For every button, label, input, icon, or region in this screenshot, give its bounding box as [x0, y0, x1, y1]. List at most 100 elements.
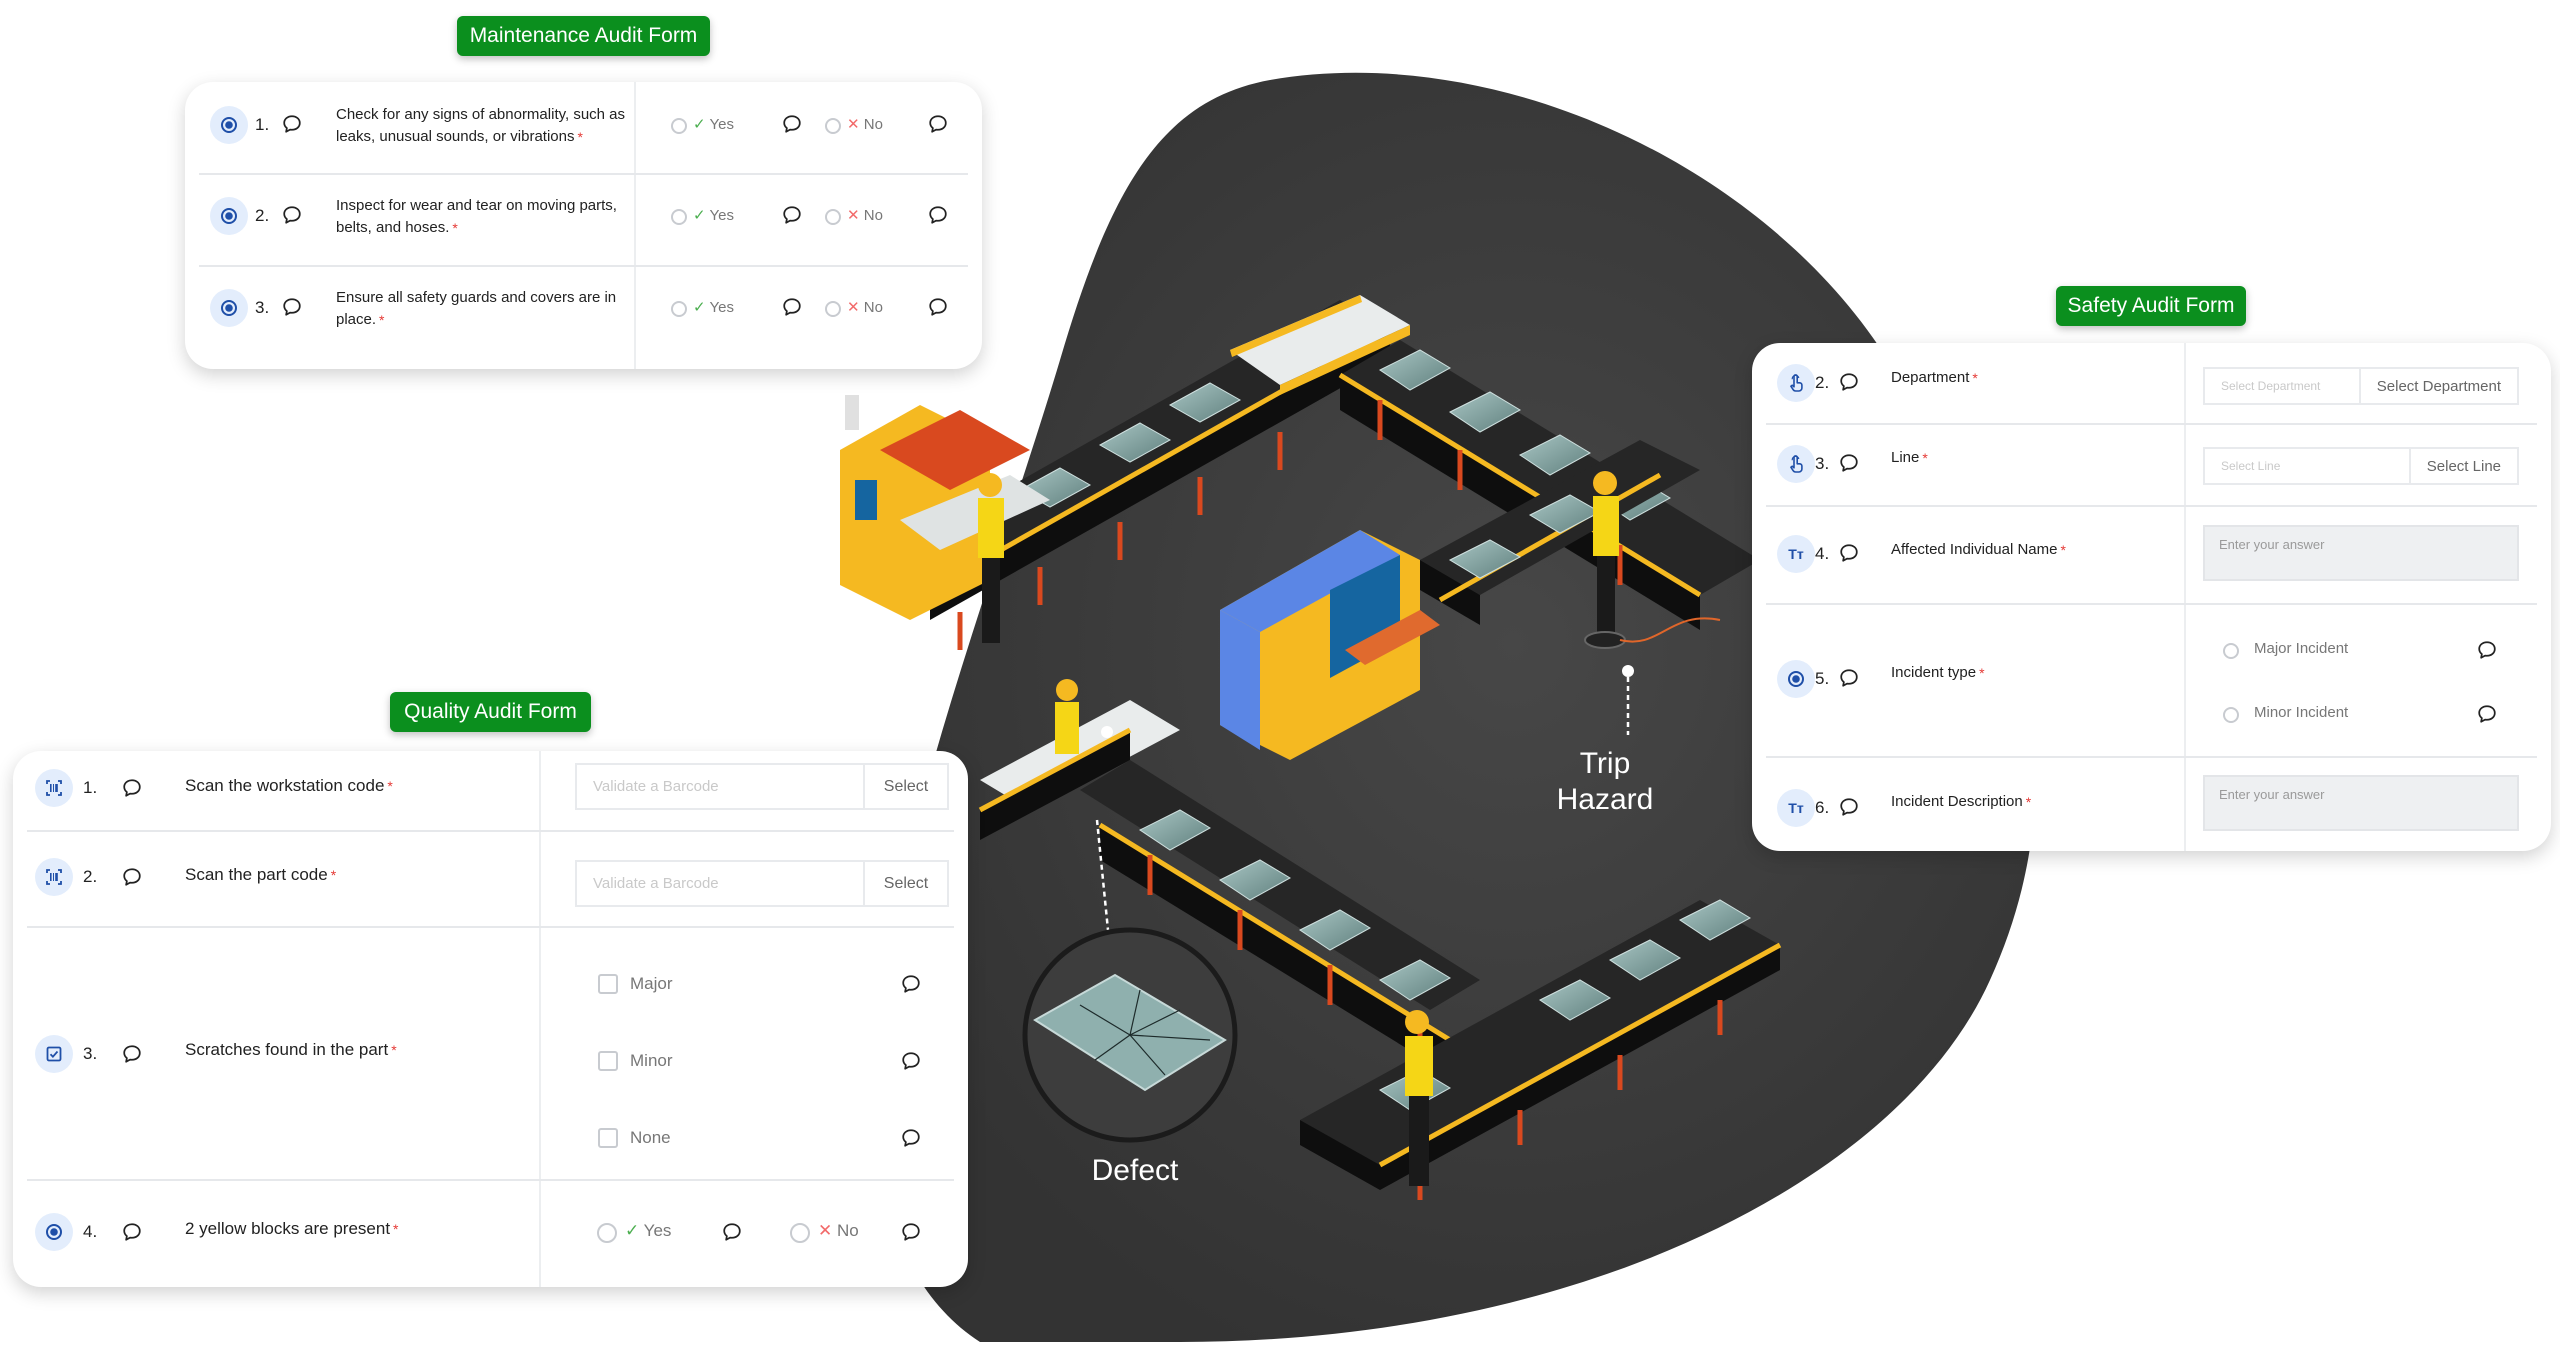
comment-icon[interactable] — [281, 113, 303, 135]
yes-radio[interactable] — [597, 1223, 617, 1243]
no-option[interactable]: ✕ No — [847, 116, 883, 133]
none-checkbox[interactable] — [598, 1128, 618, 1148]
comment-icon[interactable] — [1838, 667, 1860, 689]
safety-question-row-line: 3. Line* Select Line Select Line — [1766, 423, 2537, 507]
question-text: Ensure all safety guards and covers are … — [336, 289, 617, 328]
comment-icon[interactable] — [121, 1043, 143, 1065]
safety-question-row-incident-description: Tт 6. Incident Description* Enter your a… — [1766, 756, 2537, 851]
question-text: Check for any signs of abnormality, such… — [336, 106, 626, 145]
comment-icon[interactable] — [1838, 542, 1860, 564]
incident-description-input[interactable]: Enter your answer — [2203, 775, 2519, 831]
column-divider — [634, 82, 636, 369]
minor-comment-icon[interactable] — [900, 1050, 922, 1072]
question-text: Incident type* — [1891, 664, 1985, 681]
x-icon: ✕ — [847, 207, 860, 224]
major-comment-icon[interactable] — [900, 973, 922, 995]
yes-option[interactable]: ✓ Yes — [625, 1221, 672, 1240]
comment-icon[interactable] — [1838, 796, 1860, 818]
check-icon: ✓ — [693, 299, 706, 316]
safety-question-row-department: 2. Department* Select Department Select … — [1766, 343, 2537, 425]
required-asterisk: * — [1922, 450, 1928, 466]
quality-question-row-4: 4. 2 yellow blocks are present* ✓ Yes ✕ … — [27, 1179, 954, 1287]
required-asterisk: * — [387, 778, 393, 794]
select-line-button[interactable]: Select Line — [2408, 449, 2517, 483]
yes-option[interactable]: ✓ Yes — [693, 116, 734, 133]
maintenance-question-row-2: 2. Inspect for wear and tear on moving p… — [199, 173, 968, 267]
part-barcode-input[interactable]: Validate a Barcode Select — [575, 860, 949, 907]
none-option[interactable]: None — [630, 1128, 671, 1147]
left-machine — [840, 395, 1050, 620]
major-incident-option[interactable]: Major Incident — [2254, 640, 2349, 657]
no-comment-icon[interactable] — [927, 296, 949, 318]
comment-icon[interactable] — [121, 777, 143, 799]
no-radio[interactable] — [825, 209, 841, 225]
minor-option[interactable]: Minor — [630, 1051, 673, 1070]
radio-type-icon — [35, 1213, 73, 1251]
comment-icon[interactable] — [281, 296, 303, 318]
workstation-barcode-input[interactable]: Validate a Barcode Select — [575, 763, 949, 810]
radio-type-icon — [210, 106, 248, 144]
quality-question-row-2: 2. Scan the part code* Validate a Barcod… — [27, 830, 954, 928]
comment-icon[interactable] — [121, 1221, 143, 1243]
yes-radio[interactable] — [671, 209, 687, 225]
yes-comment-icon[interactable] — [781, 296, 803, 318]
yes-comment-icon[interactable] — [781, 113, 803, 135]
no-comment-icon[interactable] — [927, 204, 949, 226]
question-number: 2. — [83, 867, 98, 886]
barcode-select-button[interactable]: Select — [863, 765, 947, 808]
required-asterisk: * — [1979, 665, 1985, 681]
major-option[interactable]: Major — [630, 974, 673, 993]
no-comment-icon[interactable] — [900, 1221, 922, 1243]
question-text: Scan the part code* — [185, 865, 337, 884]
department-select[interactable]: Select Department Select Department — [2203, 367, 2519, 405]
affected-name-input[interactable]: Enter your answer — [2203, 525, 2519, 581]
yes-comment-icon[interactable] — [781, 204, 803, 226]
check-icon: ✓ — [625, 1221, 640, 1240]
minor-incident-comment-icon[interactable] — [2476, 703, 2498, 725]
comment-icon[interactable] — [1838, 371, 1860, 393]
major-incident-radio[interactable] — [2223, 643, 2239, 659]
barcode-select-button[interactable]: Select — [863, 862, 947, 905]
comment-icon[interactable] — [1838, 452, 1860, 474]
yes-option[interactable]: ✓ Yes — [693, 299, 734, 316]
department-placeholder: Select Department — [2221, 379, 2321, 393]
comment-icon[interactable] — [121, 866, 143, 888]
line-select[interactable]: Select Line Select Line — [2203, 447, 2519, 485]
no-option[interactable]: ✕ No — [847, 299, 883, 316]
yes-comment-icon[interactable] — [721, 1221, 743, 1243]
select-department-button[interactable]: Select Department — [2358, 369, 2517, 403]
yes-radio[interactable] — [671, 301, 687, 317]
yes-radio[interactable] — [671, 118, 687, 134]
no-radio[interactable] — [825, 118, 841, 134]
quality-form-title: Quality Audit Form — [390, 692, 591, 732]
no-radio[interactable] — [825, 301, 841, 317]
question-number: 2. — [255, 206, 270, 225]
quality-question-row-1: 1. Scan the workstation code* Validate a… — [27, 751, 954, 832]
comment-icon[interactable] — [281, 204, 303, 226]
x-icon: ✕ — [818, 1221, 833, 1240]
question-number: 3. — [83, 1044, 98, 1063]
barcode-scan-icon — [35, 858, 73, 896]
yes-option[interactable]: ✓ Yes — [693, 207, 734, 224]
maintenance-audit-form: 1. Check for any signs of abnormality, s… — [185, 82, 982, 369]
no-option[interactable]: ✕ No — [847, 207, 883, 224]
minor-incident-option[interactable]: Minor Incident — [2254, 704, 2349, 721]
required-asterisk: * — [452, 220, 458, 236]
no-option[interactable]: ✕ No — [818, 1221, 859, 1240]
minor-incident-radio[interactable] — [2223, 707, 2239, 723]
required-asterisk: * — [577, 129, 583, 145]
safety-form-title: Safety Audit Form — [2056, 286, 2246, 326]
trip-hazard-label-line1: Trip — [1579, 747, 1631, 780]
question-number: 4. — [1815, 544, 1830, 563]
no-comment-icon[interactable] — [927, 113, 949, 135]
question-text: Line* — [1891, 449, 1928, 466]
no-radio[interactable] — [790, 1223, 810, 1243]
tap-select-icon — [1777, 364, 1815, 402]
none-comment-icon[interactable] — [900, 1127, 922, 1149]
major-incident-comment-icon[interactable] — [2476, 639, 2498, 661]
radio-type-icon — [210, 289, 248, 327]
barcode-placeholder: Validate a Barcode — [593, 778, 719, 795]
minor-checkbox[interactable] — [598, 1051, 618, 1071]
major-checkbox[interactable] — [598, 974, 618, 994]
